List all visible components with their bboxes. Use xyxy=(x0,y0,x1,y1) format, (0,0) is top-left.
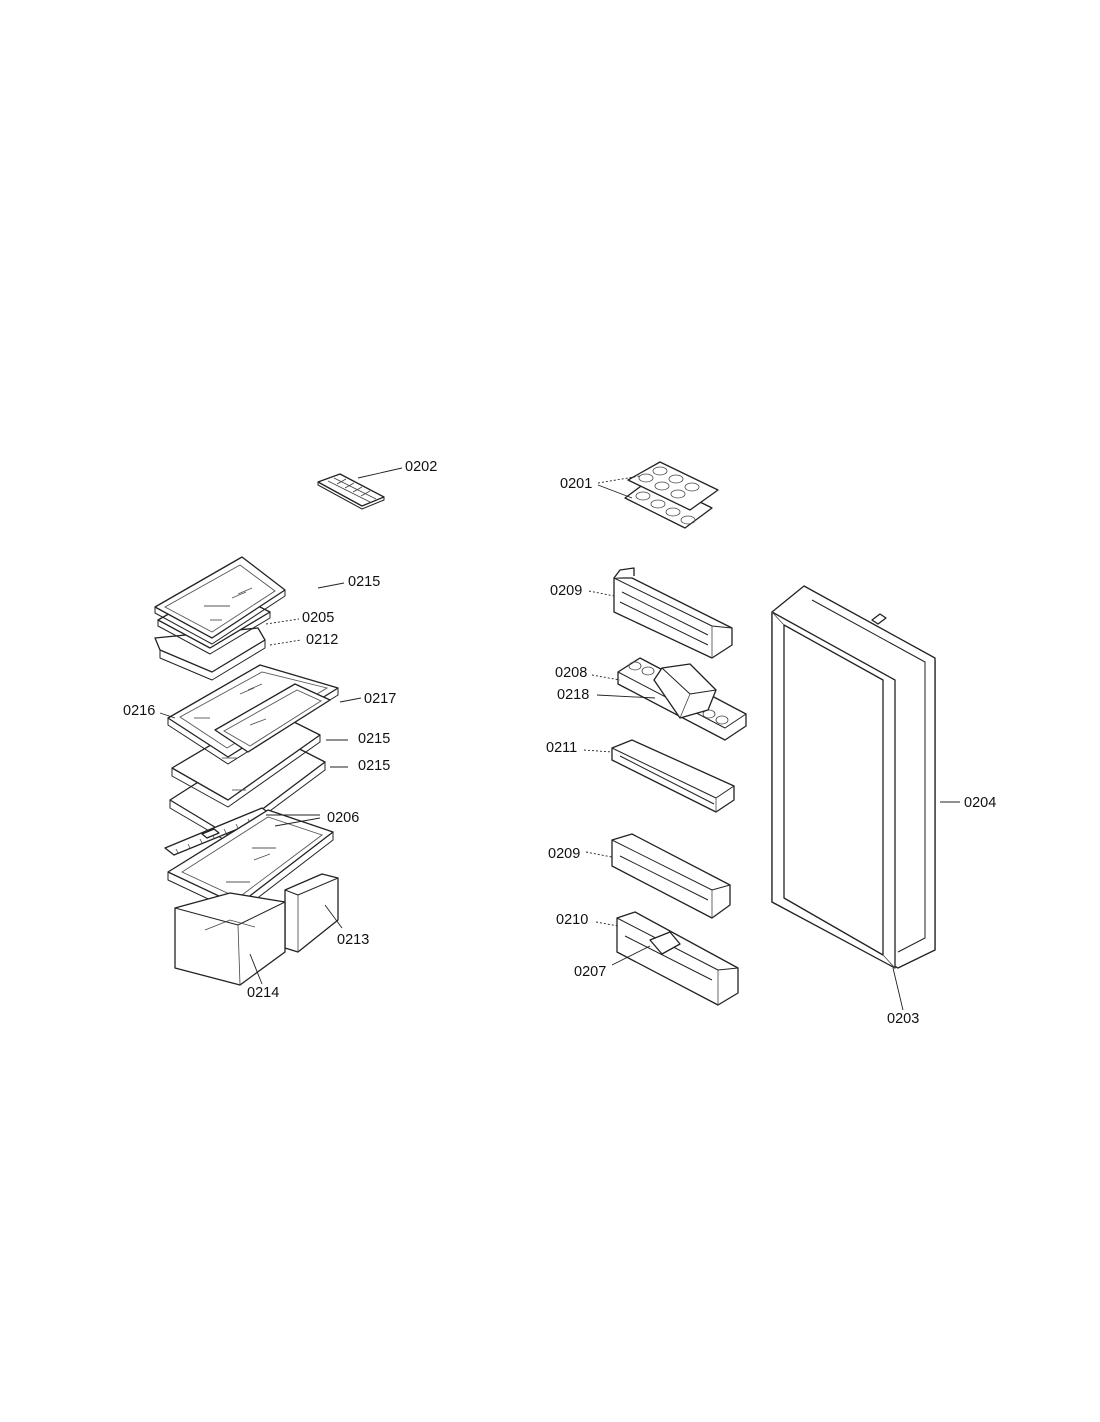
label-0209-lower: 0209 xyxy=(548,846,580,862)
label-0215-top: 0215 xyxy=(348,574,380,590)
egg-tray-part xyxy=(624,461,719,529)
label-0217: 0217 xyxy=(364,691,396,707)
label-0214: 0214 xyxy=(247,985,279,1001)
label-0218: 0218 xyxy=(557,687,589,703)
door-bin-with-divider xyxy=(616,911,739,1006)
ice-tray-part xyxy=(317,473,385,510)
label-0210: 0210 xyxy=(556,912,588,928)
door-gasket-part xyxy=(771,611,896,969)
door-bin-middle xyxy=(611,739,735,813)
leader-lines xyxy=(159,467,960,1011)
label-0216: 0216 xyxy=(123,703,155,719)
door-bin-lower xyxy=(611,833,731,919)
label-0201: 0201 xyxy=(560,476,592,492)
label-0204: 0204 xyxy=(964,795,996,811)
label-0213: 0213 xyxy=(337,932,369,948)
lower-shelf-and-crispers xyxy=(164,807,339,986)
door-bin-upper xyxy=(613,567,733,659)
label-0215-middle: 0215 xyxy=(358,731,390,747)
label-0209-upper: 0209 xyxy=(550,583,582,599)
label-0205: 0205 xyxy=(302,610,334,626)
label-0202: 0202 xyxy=(405,459,437,475)
label-0207: 0207 xyxy=(574,964,606,980)
label-0211: 0211 xyxy=(546,740,577,756)
label-0203: 0203 xyxy=(887,1011,919,1027)
label-0206: 0206 xyxy=(327,810,359,826)
label-0215-lower: 0215 xyxy=(358,758,390,774)
label-0212: 0212 xyxy=(306,632,338,648)
egg-holder-with-cover xyxy=(617,657,747,741)
upper-shelf-assembly xyxy=(154,556,286,681)
label-0208: 0208 xyxy=(555,665,587,681)
